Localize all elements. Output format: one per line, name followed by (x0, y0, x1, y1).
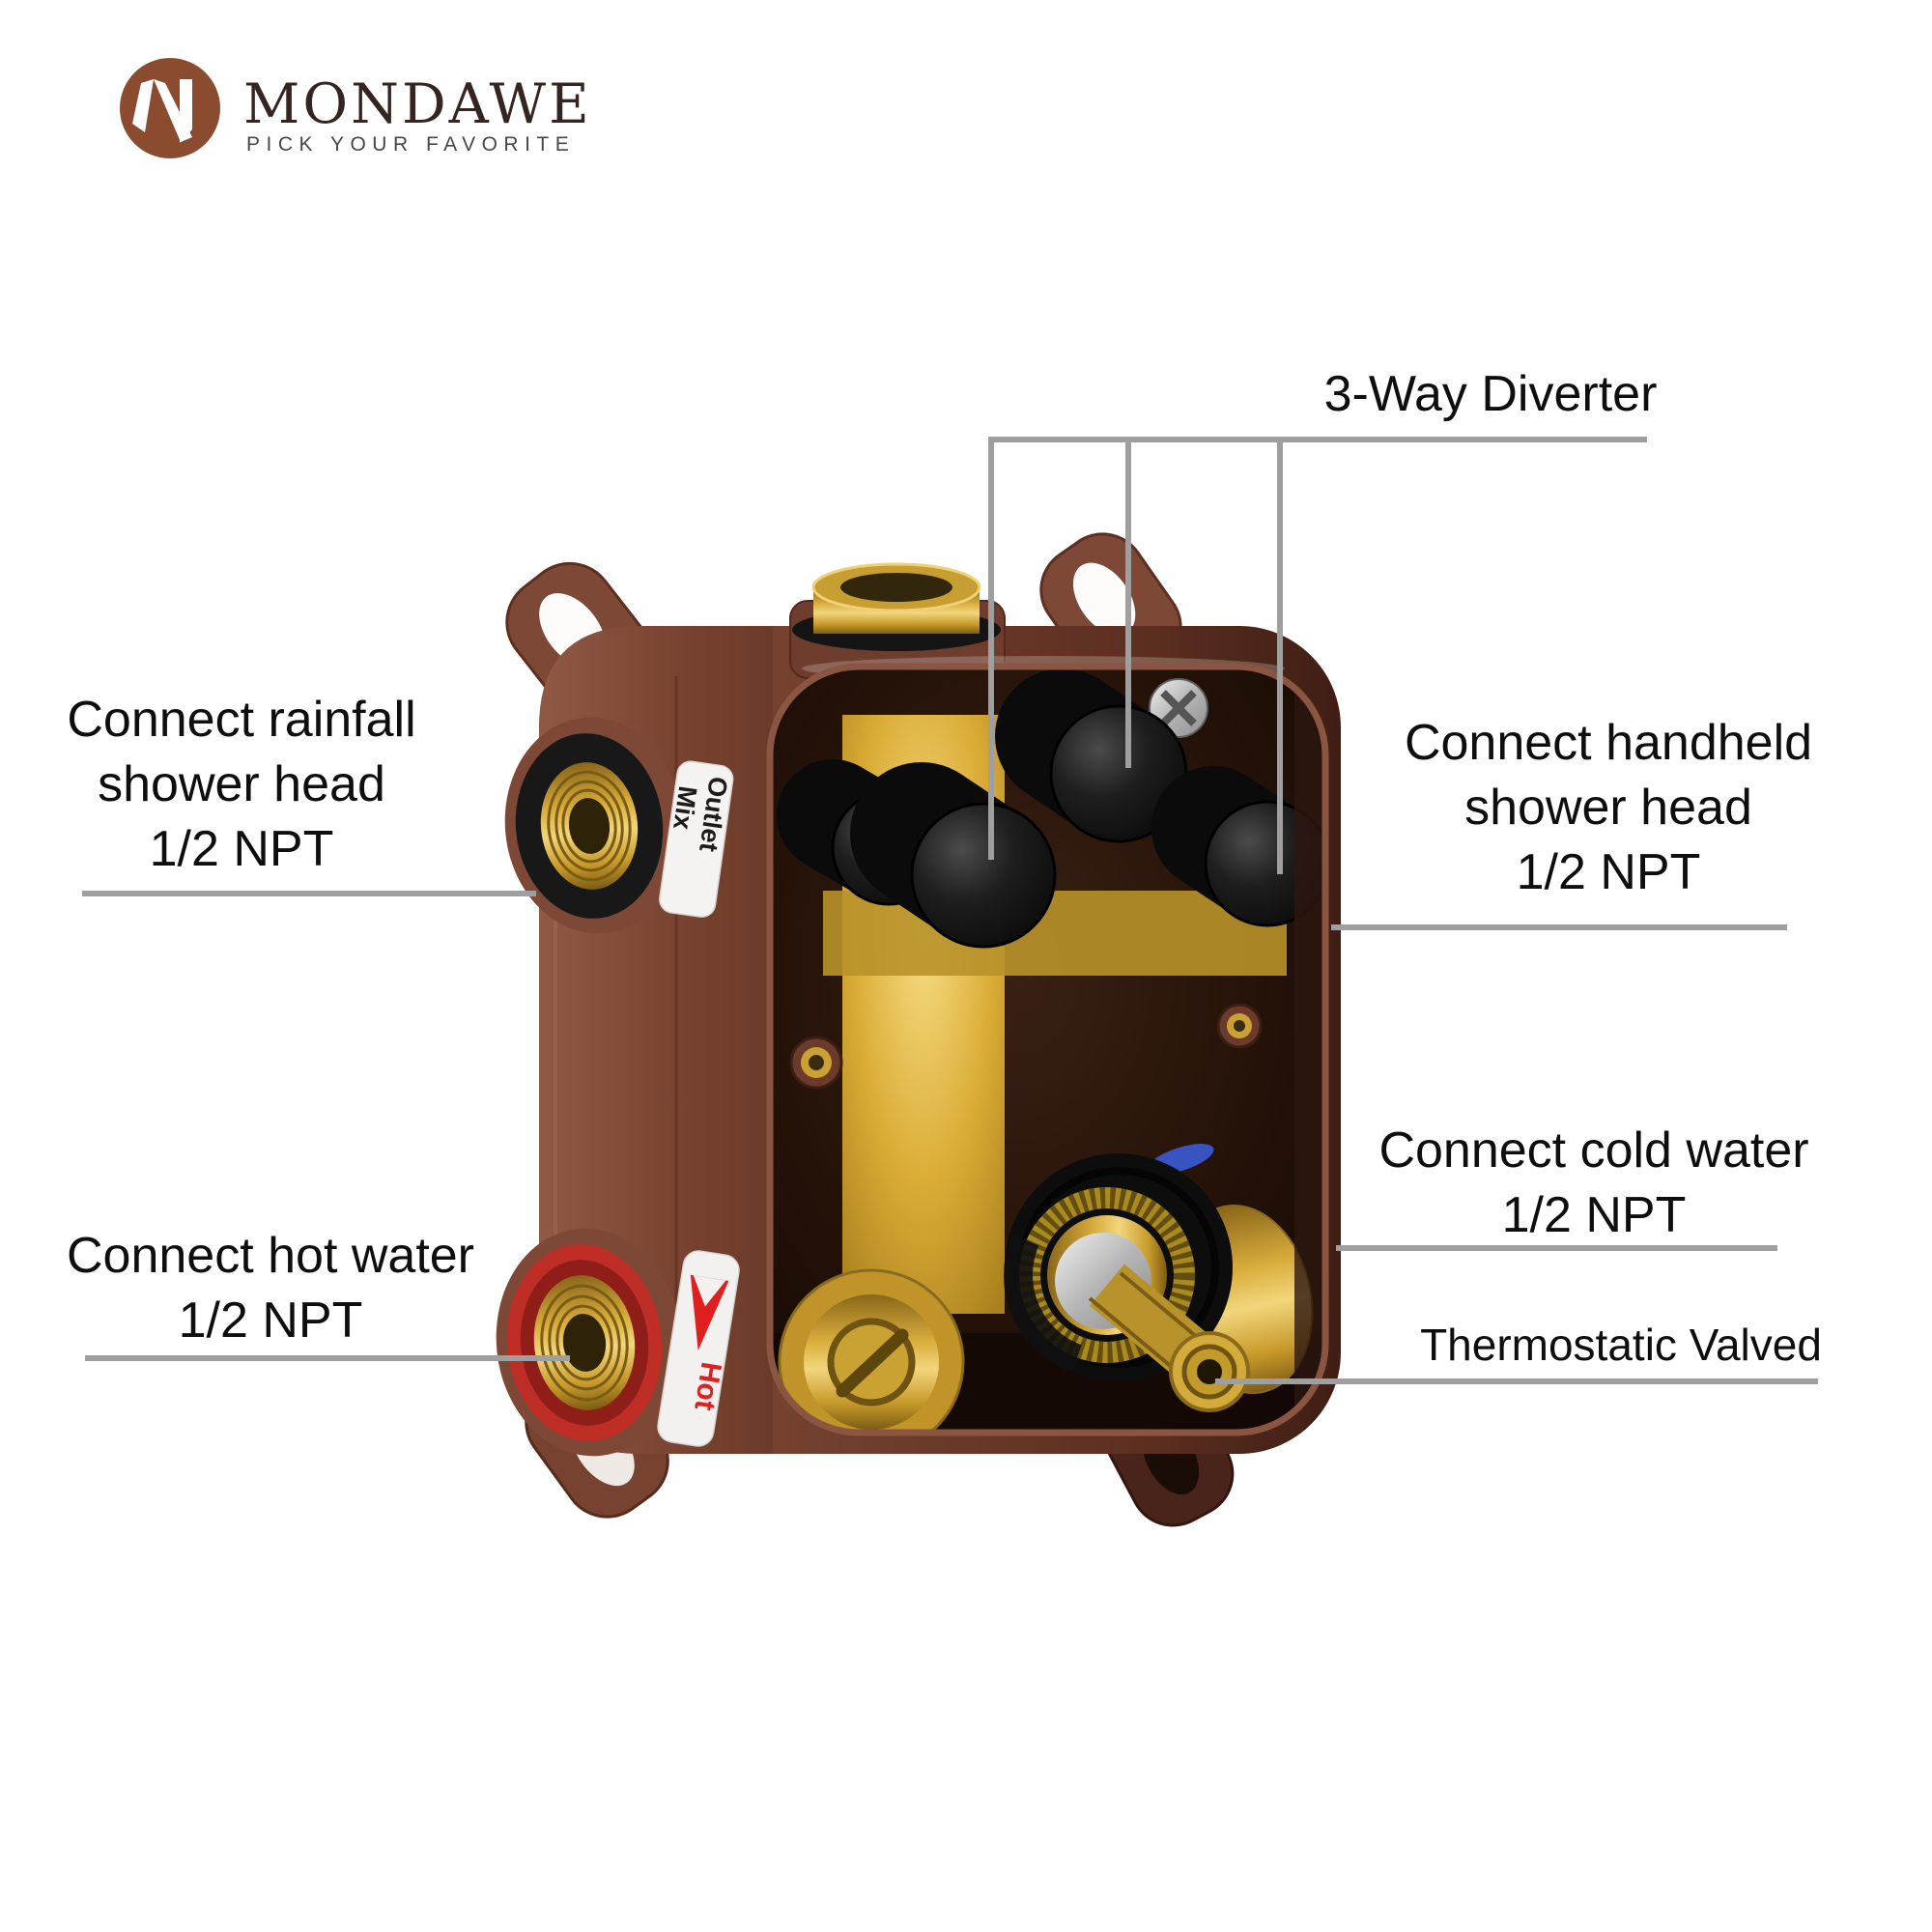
callout-hot: Connect hot water 1/2 NPT (39, 1224, 502, 1353)
valve-product-image: Outlet Mix Hot (496, 532, 1341, 1527)
sticker-outlet-text-line2: Mix (668, 784, 702, 832)
valve-cavity-contents (770, 667, 1325, 1433)
leader-diverter (988, 437, 1647, 874)
callout-line: Connect hot water (66, 1228, 475, 1284)
brass-plug (778, 1268, 965, 1433)
diverter-knob-top (995, 668, 1188, 843)
leader-lines (82, 437, 1818, 1384)
callout-rainfall: Connect rainfall shower head 1/2 NPT (29, 688, 454, 882)
callout-line: Connect cold water (1378, 1122, 1809, 1179)
callout-handheld: Connect handheld shower head 1/2 NPT (1391, 711, 1826, 905)
callout-line: shower head (1464, 780, 1752, 836)
callout-diverter-text: 3-Way Diverter (1323, 366, 1658, 422)
brand-header: MONDAWE PICK YOUR FAVORITE (120, 58, 592, 158)
sticker-hot: Hot (657, 1250, 740, 1447)
logo-monogram-icon (132, 79, 192, 143)
hot-arrow-icon (690, 1274, 729, 1350)
callout-thermostatic-text: Thermostatic Valved (1420, 1320, 1822, 1370)
callout-line: Connect handheld (1404, 715, 1813, 771)
sticker-outlet-mix: Outlet Mix (659, 760, 734, 918)
sticker-hot-text: Hot (688, 1360, 726, 1413)
callout-line: Connect rainfall (67, 692, 416, 748)
valve-stem-tip (1169, 1331, 1250, 1412)
top-outlet-port (789, 562, 1006, 679)
callout-line: 1/2 NPT (178, 1293, 363, 1349)
hot-inlet-port (496, 1228, 683, 1457)
callout-line: 1/2 NPT (1501, 1187, 1687, 1243)
callout-line: 1/2 NPT (1516, 844, 1701, 900)
callout-line: 1/2 NPT (149, 821, 334, 877)
wall-insert-right (1216, 1003, 1263, 1049)
screw-icon (1149, 678, 1208, 738)
brand-tagline: PICK YOUR FAVORITE (246, 133, 575, 156)
callout-cold: Connect cold water 1/2 NPT (1377, 1119, 1811, 1248)
wall-insert-left (789, 1036, 843, 1090)
callout-line: shower head (98, 756, 385, 812)
thermostatic-valve (1004, 1144, 1314, 1412)
brand-name: MONDAWE (243, 72, 592, 136)
callout-diverter: 3-Way Diverter (1297, 362, 1684, 427)
rainfall-outlet-port (504, 717, 684, 934)
cavity-lip (766, 663, 1329, 1436)
callout-thermostatic: Thermostatic Valved (1379, 1316, 1862, 1374)
diverter-knob-front (850, 762, 1057, 949)
